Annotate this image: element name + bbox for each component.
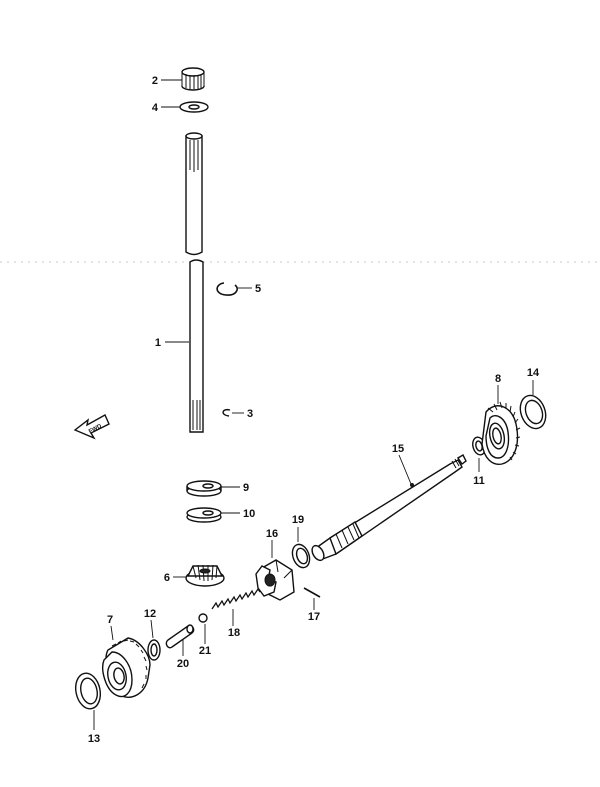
label-4: 4 bbox=[152, 102, 159, 114]
part-17-pin bbox=[303, 587, 321, 598]
fwd-arrow-icon: FWD bbox=[73, 414, 110, 440]
label-14: 14 bbox=[527, 367, 540, 379]
part-18-spring bbox=[211, 587, 261, 610]
part-5-clip bbox=[216, 282, 238, 296]
label-9: 9 bbox=[243, 482, 249, 494]
part-7-reverse-gear bbox=[102, 637, 151, 698]
part-19-ring bbox=[291, 543, 311, 569]
label-18: 18 bbox=[228, 627, 240, 639]
label-17: 17 bbox=[308, 611, 320, 623]
part-6-bevel-gear bbox=[185, 564, 225, 587]
part-16-clutch bbox=[255, 559, 295, 601]
part-15-propeller-shaft bbox=[311, 454, 467, 562]
label-2: 2 bbox=[152, 75, 158, 87]
label-11: 11 bbox=[473, 475, 485, 487]
label-13: 13 bbox=[88, 733, 100, 745]
label-19: 19 bbox=[292, 514, 304, 526]
label-10: 10 bbox=[243, 508, 255, 520]
label-5: 5 bbox=[255, 283, 261, 295]
part-3-clip bbox=[222, 408, 231, 417]
part-14-washer bbox=[519, 394, 547, 430]
part-20-pin bbox=[165, 624, 195, 649]
part-9-washer bbox=[186, 480, 222, 497]
label-15: 15 bbox=[392, 443, 404, 455]
callout-labels: 1 2 3 4 5 6 7 8 9 10 11 12 13 14 15 16 1… bbox=[88, 75, 540, 745]
label-20: 20 bbox=[177, 658, 189, 670]
label-21: 21 bbox=[199, 645, 211, 657]
label-12: 12 bbox=[144, 608, 156, 620]
label-3: 3 bbox=[247, 408, 253, 420]
part-10-washer bbox=[186, 507, 222, 523]
part-1-drive-shaft bbox=[185, 132, 204, 433]
label-7: 7 bbox=[107, 614, 113, 626]
label-8: 8 bbox=[495, 373, 501, 385]
label-1: 1 bbox=[155, 337, 161, 349]
part-2-pinion bbox=[181, 67, 205, 91]
part-8-forward-gear bbox=[481, 401, 521, 465]
part-13-washer bbox=[74, 672, 102, 710]
part-4-washer bbox=[179, 101, 209, 113]
label-6: 6 bbox=[164, 572, 170, 584]
leader-lines bbox=[93, 79, 534, 730]
part-12-shim bbox=[147, 639, 161, 661]
part-21-ball bbox=[198, 613, 208, 623]
label-16: 16 bbox=[266, 528, 278, 540]
